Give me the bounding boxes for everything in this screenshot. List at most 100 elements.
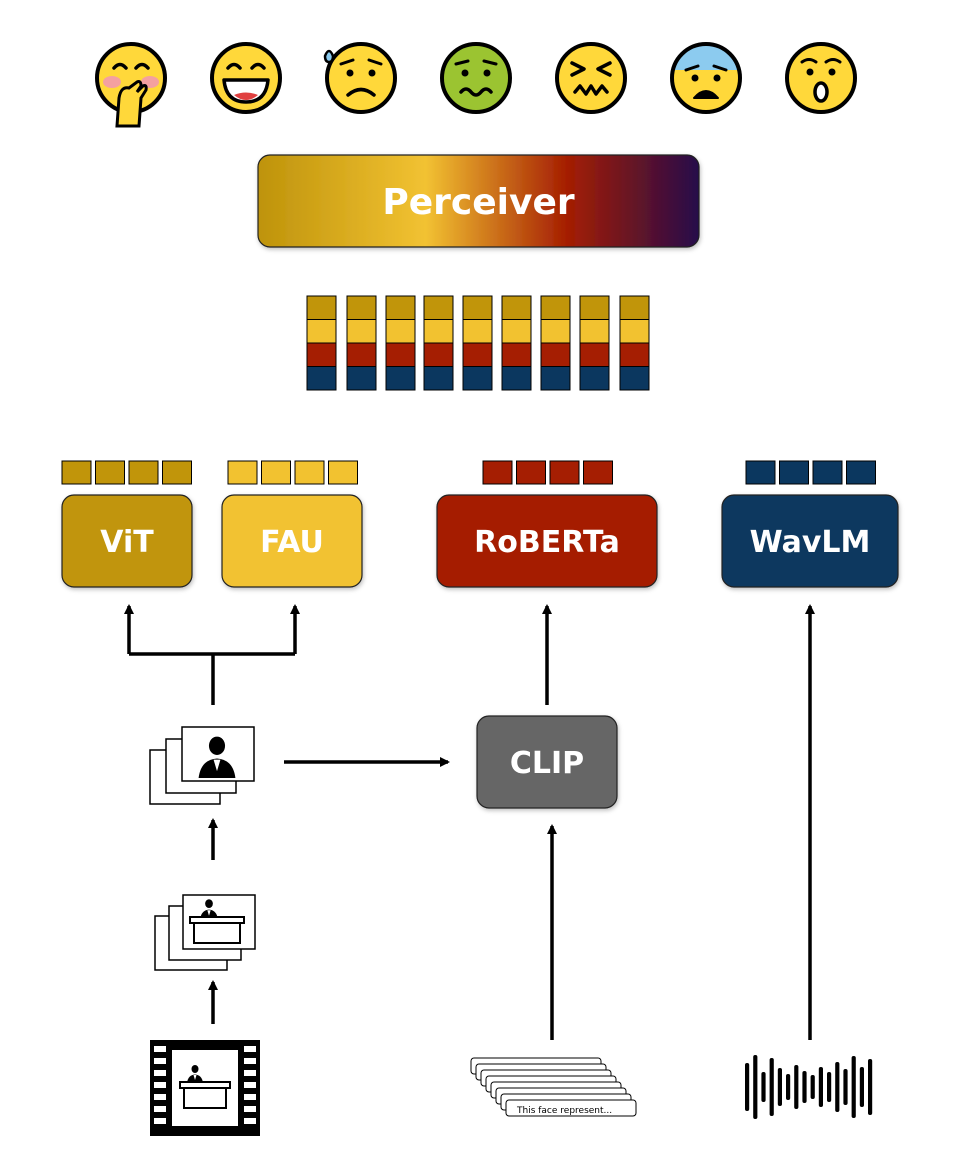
token-cell xyxy=(385,342,416,367)
waveform-bar xyxy=(843,1069,848,1105)
waveform-bar xyxy=(810,1075,815,1099)
vit-encoder: ViT xyxy=(61,494,193,588)
waveform-bar xyxy=(794,1065,799,1109)
token-cell xyxy=(462,342,493,367)
token-cell xyxy=(462,366,493,391)
token-cell xyxy=(462,295,493,320)
embarrassed-face-icon xyxy=(95,42,167,128)
grinning-face-icon xyxy=(210,42,282,114)
cropped-faces-icon xyxy=(149,726,255,805)
token-cell xyxy=(346,295,377,320)
waveform-bar xyxy=(777,1068,782,1106)
token-cell xyxy=(501,342,532,367)
token-cell xyxy=(501,295,532,320)
token-cell xyxy=(516,460,546,485)
token-column xyxy=(462,295,493,391)
concatenated-token-columns xyxy=(306,295,650,391)
waveform-bar xyxy=(745,1063,750,1111)
encoder-output-tokens xyxy=(61,460,876,485)
confounded-face-icon xyxy=(555,42,627,114)
token-cell xyxy=(540,366,571,391)
token-cell xyxy=(540,342,571,367)
waveform-bar xyxy=(868,1059,873,1115)
token-cell xyxy=(619,342,650,367)
token-cell xyxy=(579,342,610,367)
token-cell xyxy=(482,460,513,485)
surprised-face-icon xyxy=(785,42,857,114)
token-column xyxy=(385,295,416,391)
caption-card xyxy=(505,1099,637,1117)
waveform-bar xyxy=(761,1072,766,1102)
audio-waveform-icon xyxy=(745,1055,873,1119)
token-cell xyxy=(328,460,358,485)
token-cell xyxy=(227,460,258,485)
token-cell xyxy=(540,319,571,344)
token-column xyxy=(619,295,650,391)
token-column xyxy=(540,295,571,391)
clip-encoder: CLIP xyxy=(476,715,618,809)
perceiver-label: Perceiver xyxy=(382,182,575,223)
waveform-bar xyxy=(859,1067,864,1107)
token-cell xyxy=(501,366,532,391)
waveform-bar xyxy=(786,1074,791,1100)
roberta-encoder: RoBERTa xyxy=(436,494,658,588)
token-cell xyxy=(385,366,416,391)
token-cell xyxy=(462,319,493,344)
fau-encoder: FAU xyxy=(221,494,363,588)
nauseated-face-icon xyxy=(440,42,512,114)
token-cell xyxy=(846,460,876,485)
waveform-bar xyxy=(851,1056,856,1118)
token-cell xyxy=(779,460,809,485)
waveform-bar xyxy=(835,1062,840,1112)
token-column xyxy=(579,295,610,391)
token-cell xyxy=(619,366,650,391)
fau-label: FAU xyxy=(260,525,324,560)
token-cell xyxy=(619,319,650,344)
token-cell xyxy=(162,460,192,485)
waveform-bar xyxy=(827,1072,832,1102)
token-cell xyxy=(583,460,613,485)
vit-label: ViT xyxy=(100,525,154,560)
token-cell xyxy=(95,460,125,485)
token-cell xyxy=(261,460,291,485)
token-cell xyxy=(549,460,580,485)
token-cell xyxy=(306,366,337,391)
token-cell xyxy=(306,342,337,367)
token-cell xyxy=(346,319,377,344)
film-strip-icon xyxy=(150,1040,260,1136)
token-cell xyxy=(619,295,650,320)
caption-text: This face represent... xyxy=(516,1106,612,1116)
token-cell xyxy=(423,366,454,391)
waveform-bar xyxy=(753,1055,758,1119)
waveform-bar xyxy=(802,1071,807,1103)
clip-label: CLIP xyxy=(510,746,584,781)
anxious-sweat-face-icon xyxy=(323,42,397,114)
wavlm-tokens xyxy=(745,460,876,485)
token-cell xyxy=(306,319,337,344)
fau-tokens xyxy=(227,460,358,485)
emotion-row xyxy=(95,42,857,128)
token-cell xyxy=(61,460,92,485)
token-cell xyxy=(540,295,571,320)
token-column xyxy=(306,295,337,391)
token-cell xyxy=(579,295,610,320)
token-column xyxy=(423,295,454,391)
wavlm-encoder: WavLM xyxy=(721,494,899,588)
fearful-face-icon xyxy=(670,42,742,114)
token-cell xyxy=(579,366,610,391)
vit-tokens xyxy=(61,460,192,485)
token-column xyxy=(501,295,532,391)
token-cell xyxy=(128,460,159,485)
token-column xyxy=(346,295,377,391)
token-cell xyxy=(346,366,377,391)
connectors xyxy=(124,604,815,1040)
faces-to-vit-fau-branch xyxy=(129,652,295,705)
token-cell xyxy=(423,342,454,367)
wavlm-label: WavLM xyxy=(750,525,871,560)
perceiver-block: Perceiver xyxy=(257,154,700,248)
token-cell xyxy=(501,319,532,344)
token-cell xyxy=(294,460,325,485)
token-cell xyxy=(812,460,843,485)
video-frames-icon xyxy=(154,894,256,971)
